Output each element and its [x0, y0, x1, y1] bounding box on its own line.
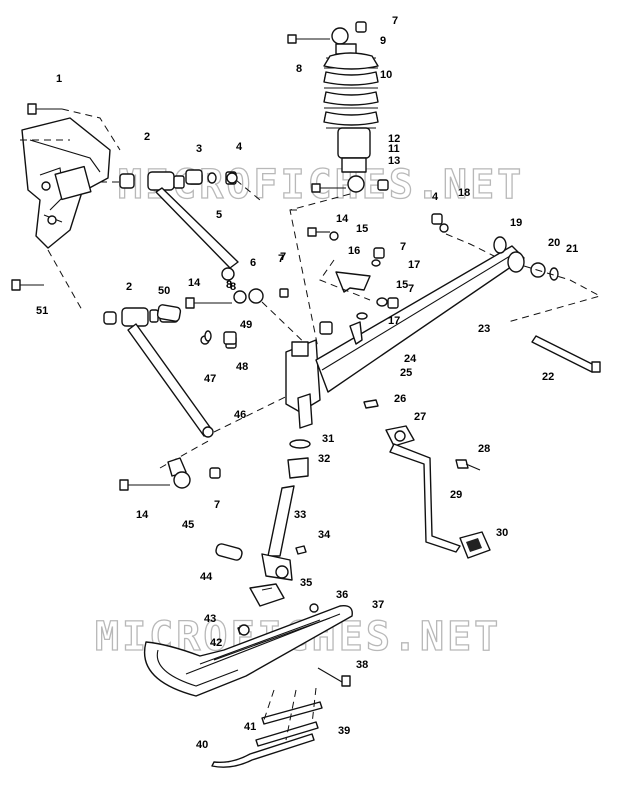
spindle-housing	[285, 245, 525, 429]
callout-11: 11	[388, 143, 400, 155]
callout-7: 7	[278, 253, 284, 265]
callout-8: 8	[296, 63, 302, 75]
callout-1: 1	[56, 73, 62, 85]
callout-28: 28	[478, 443, 490, 455]
callout-14: 14	[136, 509, 149, 521]
frame-bracket	[20, 117, 111, 311]
callout-5: 5	[216, 209, 222, 221]
misc-bushings	[156, 169, 238, 345]
callout-3: 3	[196, 143, 202, 155]
callout-8: 8	[230, 281, 236, 293]
callout-7: 7	[400, 241, 406, 253]
spacer-44	[215, 543, 243, 561]
ski-mount-35	[249, 583, 285, 607]
callout-47: 47	[204, 373, 216, 385]
callout-38: 38	[356, 659, 368, 671]
callout-22: 22	[542, 371, 554, 383]
callout-7: 7	[408, 283, 414, 295]
callout-29: 29	[450, 489, 462, 501]
callout-12: 12	[388, 133, 400, 145]
callout-16: 16	[348, 245, 360, 257]
pivot-hardware	[431, 213, 602, 373]
callout-33: 33	[294, 509, 306, 521]
grease-fitting-26	[363, 399, 379, 409]
ski	[144, 603, 353, 697]
callout-30: 30	[496, 527, 508, 539]
callout-6: 6	[250, 257, 256, 269]
callout-14: 14	[336, 213, 349, 225]
callout-43: 43	[204, 613, 216, 625]
callout-18: 18	[458, 187, 470, 199]
callout-7: 7	[280, 251, 286, 263]
bolt-1	[27, 103, 121, 151]
bolt-51	[11, 279, 44, 291]
callout-41: 41	[244, 721, 256, 733]
callout-17: 17	[388, 315, 400, 327]
lower-ball-joint-hardware	[119, 457, 221, 491]
callout-20: 20	[548, 237, 560, 249]
callout-49: 49	[240, 319, 252, 331]
callout-2: 2	[126, 281, 132, 293]
callout-21: 21	[566, 243, 578, 255]
callout-31: 31	[322, 433, 334, 445]
callout-10: 10	[380, 69, 392, 81]
callout-7: 7	[214, 499, 220, 511]
callout-13: 13	[388, 155, 400, 167]
callout-4: 4	[432, 191, 439, 203]
callout-42: 42	[210, 637, 222, 649]
steering-spindle	[261, 439, 311, 581]
shock-mount-bracket	[290, 209, 399, 320]
callout-2: 2	[144, 131, 150, 143]
callout-7: 7	[392, 15, 398, 27]
callout-37: 37	[372, 599, 384, 611]
callout-17: 17	[408, 259, 420, 271]
steering-arm	[385, 425, 491, 559]
callout-27: 27	[414, 411, 426, 423]
callout-32: 32	[318, 453, 330, 465]
callout-44: 44	[200, 571, 213, 583]
callout-15: 15	[396, 279, 408, 291]
callout-15: 15	[356, 223, 368, 235]
callout-14: 14	[188, 277, 201, 289]
callout-19: 19	[510, 217, 522, 229]
callout-51: 51	[36, 305, 48, 317]
ski-runner-parts	[211, 667, 351, 768]
callout-46: 46	[234, 409, 246, 421]
callout-50: 50	[158, 285, 170, 297]
upper-ball-joint-hardware	[185, 288, 313, 351]
callout-9: 9	[380, 35, 386, 47]
callout-48: 48	[236, 361, 248, 373]
callout-34: 34	[318, 529, 331, 541]
callout-24: 24	[404, 353, 417, 365]
callout-40: 40	[196, 739, 208, 751]
callout-39: 39	[338, 725, 350, 737]
callout-35: 35	[300, 577, 312, 589]
callout-36: 36	[336, 589, 348, 601]
callout-25: 25	[400, 367, 412, 379]
callout-8: 8	[226, 279, 232, 291]
callout-26: 26	[394, 393, 406, 405]
callout-23: 23	[478, 323, 490, 335]
callout-4: 4	[236, 141, 243, 153]
callout-45: 45	[182, 519, 194, 531]
